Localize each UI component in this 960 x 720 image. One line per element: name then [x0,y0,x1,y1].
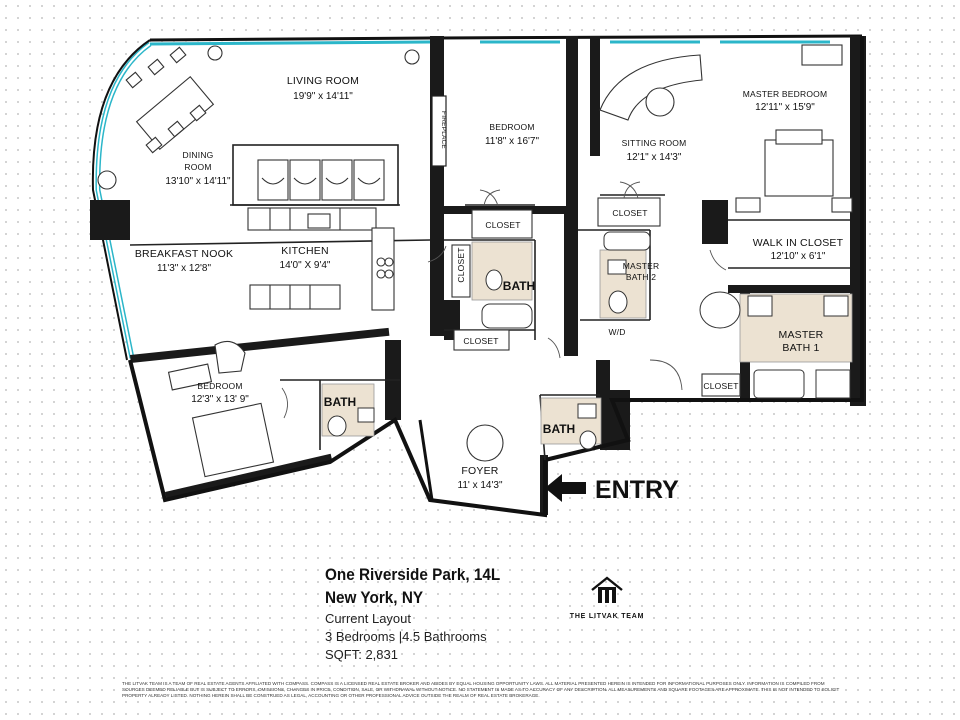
sw-bed [167,340,275,478]
master-bedroom-label: MASTER BEDROOM [743,89,828,99]
dining-room-label-1: DINING [183,150,214,160]
master-bath-2-label-2: BATH 2 [626,272,656,282]
living-room-label: LIVING ROOM [287,75,359,87]
address-line-1: One Riverside Park, 14L [325,565,501,584]
dining-room-label-2: ROOM [184,162,211,172]
layout-label: Current Layout [325,611,411,626]
master-bath-1-label-1: MASTER [779,329,824,341]
closet-label-sitting: CLOSET [612,208,647,218]
breakfast-nook-label: BREAKFAST NOOK [135,248,233,260]
outer-outline [128,36,864,518]
room-count: 3 Bedrooms |4.5 Bathrooms [325,629,487,644]
closet-label-bedroom: CLOSET [485,220,520,230]
sitting-room-dims: 12'1" x 14'3" [627,152,682,163]
bath-label-foyer: BATH [543,422,575,436]
square-footage: SQFT: 2,831 [325,647,398,662]
breakfast-nook-dims: 11'3" x 12'8" [157,263,212,274]
bedroom-sw-label: BEDROOM [197,381,242,391]
entry-label: ENTRY [595,476,679,504]
listing-info: One Riverside Park, 14L New York, NY Cur… [325,563,645,664]
foyer-dims: 11' x 14'3" [458,480,503,491]
bath-floors [321,241,853,445]
floor-plan: LIVING ROOM 19'9" x 14'11" DINING ROOM 1… [90,34,866,518]
living-room-dims: 19'9" x 14'11" [293,91,353,102]
bedroom-sw-dims: 12'3" x 13' 9" [191,394,249,405]
door-swings [281,181,727,419]
bath-label-sw: BATH [324,395,356,409]
washer-dryer-label: W/D [608,327,625,337]
master-bedroom-dims: 12'11" x 15'9" [755,102,815,113]
logo-house-icon [591,576,623,603]
closets-center [451,197,741,397]
walk-in-closet-label: WALK IN CLOSET [753,237,844,249]
legal-disclaimer: THE LITVAK TEAM IS A TEAM OF REAL ESTATE… [122,681,840,698]
kitchen-label: KITCHEN [281,245,329,257]
bedroom-center-label: BEDROOM [489,122,534,132]
dining-room-dims: 13'10" x 14'11" [165,176,231,187]
walk-in-closet-dims: 12'10" x 6'1" [771,251,826,262]
sitting-sofa [599,54,703,121]
dining-table [97,45,420,190]
sitting-room-label: SITTING ROOM [622,138,687,148]
master-bath-1-label-2: BATH 1 [782,342,819,354]
kitchen-counters [247,207,395,311]
bedroom-center-dims: 11'8" x 16'7" [485,136,540,147]
kitchen-dims: 14'0" X 9'4" [280,260,331,271]
entry-arrow [545,474,586,502]
foyer-table [466,424,504,462]
master-bath-2-label-1: MASTER [623,261,660,271]
foyer-label: FOYER [461,465,498,477]
island-seating [257,159,385,201]
closet-label-hall: CLOSET [463,336,498,346]
fireplace-label: FIREPLACE [440,111,447,149]
logo-text: THE LITVAK TEAM [569,613,645,620]
address-line-2: New York, NY [325,588,424,607]
closet-label-master: CLOSET [703,381,738,391]
closet-label-vertical: CLOSET [456,247,466,282]
partitions [129,144,850,461]
team-logo: THE LITVAK TEAM [562,576,652,620]
master-bed [735,44,853,213]
bath-fixtures [327,231,851,450]
fireplace [431,95,447,167]
bath-label-center: BATH [503,279,535,293]
